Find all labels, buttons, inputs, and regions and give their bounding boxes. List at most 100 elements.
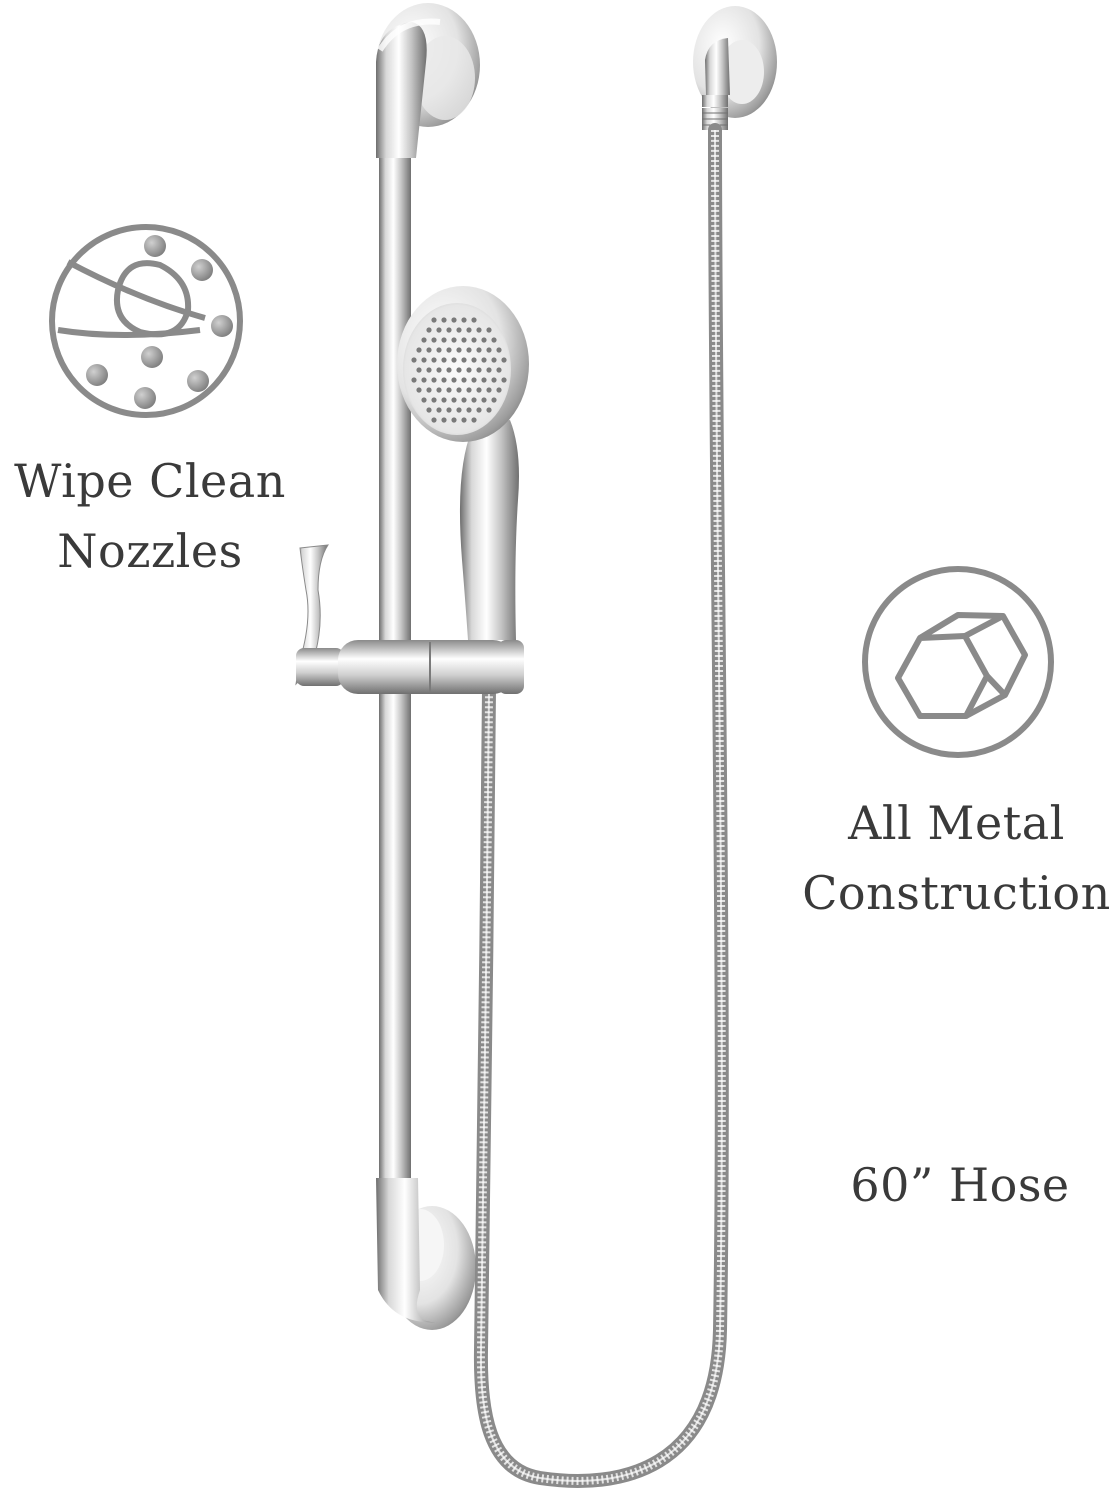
nozzle-dot <box>496 367 502 373</box>
nozzle-dot <box>496 387 502 393</box>
nozzle-dot <box>431 317 437 323</box>
nozzle-dot <box>446 347 452 353</box>
feature-line: Construction <box>802 866 1111 920</box>
nozzle-dot <box>436 407 442 413</box>
hexagon-bar-icon <box>862 566 1054 758</box>
nozzle-dot <box>491 377 497 383</box>
nozzle-dot <box>486 387 492 393</box>
nozzle-dot <box>431 357 437 363</box>
nozzle-dot <box>501 357 507 363</box>
nozzle-array <box>411 317 507 423</box>
slide-holder <box>295 544 524 694</box>
nozzle-dot <box>446 327 452 333</box>
nozzle-dot <box>436 327 442 333</box>
nozzle-dot <box>421 357 427 363</box>
nozzle-dot <box>461 337 467 343</box>
nozzle-dot <box>441 417 447 423</box>
nozzle-dot <box>471 377 477 383</box>
nozzle-dot <box>471 417 477 423</box>
nozzle-dot <box>411 377 417 383</box>
nozzle-dot <box>466 367 472 373</box>
nozzle-dot <box>441 357 447 363</box>
nozzle-dot <box>481 377 487 383</box>
top-bar-bracket <box>376 3 480 158</box>
nozzle-dot <box>496 347 502 353</box>
feature-hose-label: 60” Hose <box>820 1150 1100 1220</box>
nozzle-dot <box>431 417 437 423</box>
nozzle-dot <box>481 397 487 403</box>
nozzle-dot <box>431 377 437 383</box>
nozzle-dot <box>471 337 477 343</box>
nozzle-dot <box>426 407 432 413</box>
nozzle-dot <box>421 377 427 383</box>
nozzle-dot <box>481 357 487 363</box>
nozzle-dot <box>461 377 467 383</box>
feature-all-metal-label: All Metal Construction <box>800 788 1113 928</box>
nozzle-dot <box>471 357 477 363</box>
feature-line: All Metal <box>848 796 1065 850</box>
hand-shower <box>397 286 529 640</box>
nozzle-dot <box>446 407 452 413</box>
nozzle-dot <box>416 347 422 353</box>
feature-line: Wipe Clean <box>14 454 286 508</box>
nozzle-dot <box>451 377 457 383</box>
nozzle-dot <box>466 407 472 413</box>
nozzle-dot <box>446 367 452 373</box>
nozzle-dot <box>436 347 442 353</box>
nozzle-dot <box>436 367 442 373</box>
nozzle-dot <box>486 347 492 353</box>
nozzle-dot <box>466 387 472 393</box>
nozzle-dot <box>441 337 447 343</box>
nozzle-dot <box>461 397 467 403</box>
nozzle-dot <box>461 317 467 323</box>
nozzle-dot <box>451 357 457 363</box>
nozzle-dot <box>471 397 477 403</box>
nozzle-dot <box>431 397 437 403</box>
nozzle-dot <box>481 337 487 343</box>
nozzle-dot <box>456 347 462 353</box>
wall-supply-elbow <box>693 6 777 130</box>
nozzle-dot <box>431 337 437 343</box>
nozzle-dot <box>441 377 447 383</box>
nozzle-dot <box>426 327 432 333</box>
nozzle-dot <box>491 357 497 363</box>
nozzle-dot <box>451 337 457 343</box>
nozzle-dot <box>451 317 457 323</box>
nozzle-dot <box>501 377 507 383</box>
nozzle-dot <box>456 367 462 373</box>
nozzle-dot <box>456 407 462 413</box>
nozzle-dot <box>461 357 467 363</box>
nozzle-dot <box>411 357 417 363</box>
nozzle-dot <box>476 367 482 373</box>
nozzle-dot <box>416 387 422 393</box>
nozzle-dot <box>426 387 432 393</box>
nozzle-dot <box>491 337 497 343</box>
nozzle-dot <box>491 397 497 403</box>
nozzle-dot <box>466 327 472 333</box>
nozzle-dot <box>436 387 442 393</box>
nozzle-dot <box>476 347 482 353</box>
nozzle-dot <box>476 387 482 393</box>
nozzle-dot <box>421 337 427 343</box>
nozzle-dot <box>416 367 422 373</box>
nozzle-dot <box>486 327 492 333</box>
nozzle-dot <box>476 327 482 333</box>
nozzle-dot <box>426 367 432 373</box>
nozzle-dot <box>421 397 427 403</box>
nozzle-dot <box>456 387 462 393</box>
flexible-hose <box>473 123 729 1488</box>
nozzle-dot <box>461 417 467 423</box>
feature-wipe-clean-label: Wipe Clean Nozzles <box>0 446 300 586</box>
nozzle-dot <box>426 347 432 353</box>
nozzle-dot <box>486 407 492 413</box>
bottom-bar-bracket <box>376 1178 476 1330</box>
feature-line: 60” Hose <box>850 1158 1070 1212</box>
nozzle-cleaning-icon <box>49 224 243 418</box>
nozzle-dot <box>466 347 472 353</box>
nozzle-dot <box>451 397 457 403</box>
feature-line: Nozzles <box>57 524 243 578</box>
nozzle-dot <box>446 387 452 393</box>
nozzle-dot <box>441 317 447 323</box>
nozzle-dot <box>451 417 457 423</box>
